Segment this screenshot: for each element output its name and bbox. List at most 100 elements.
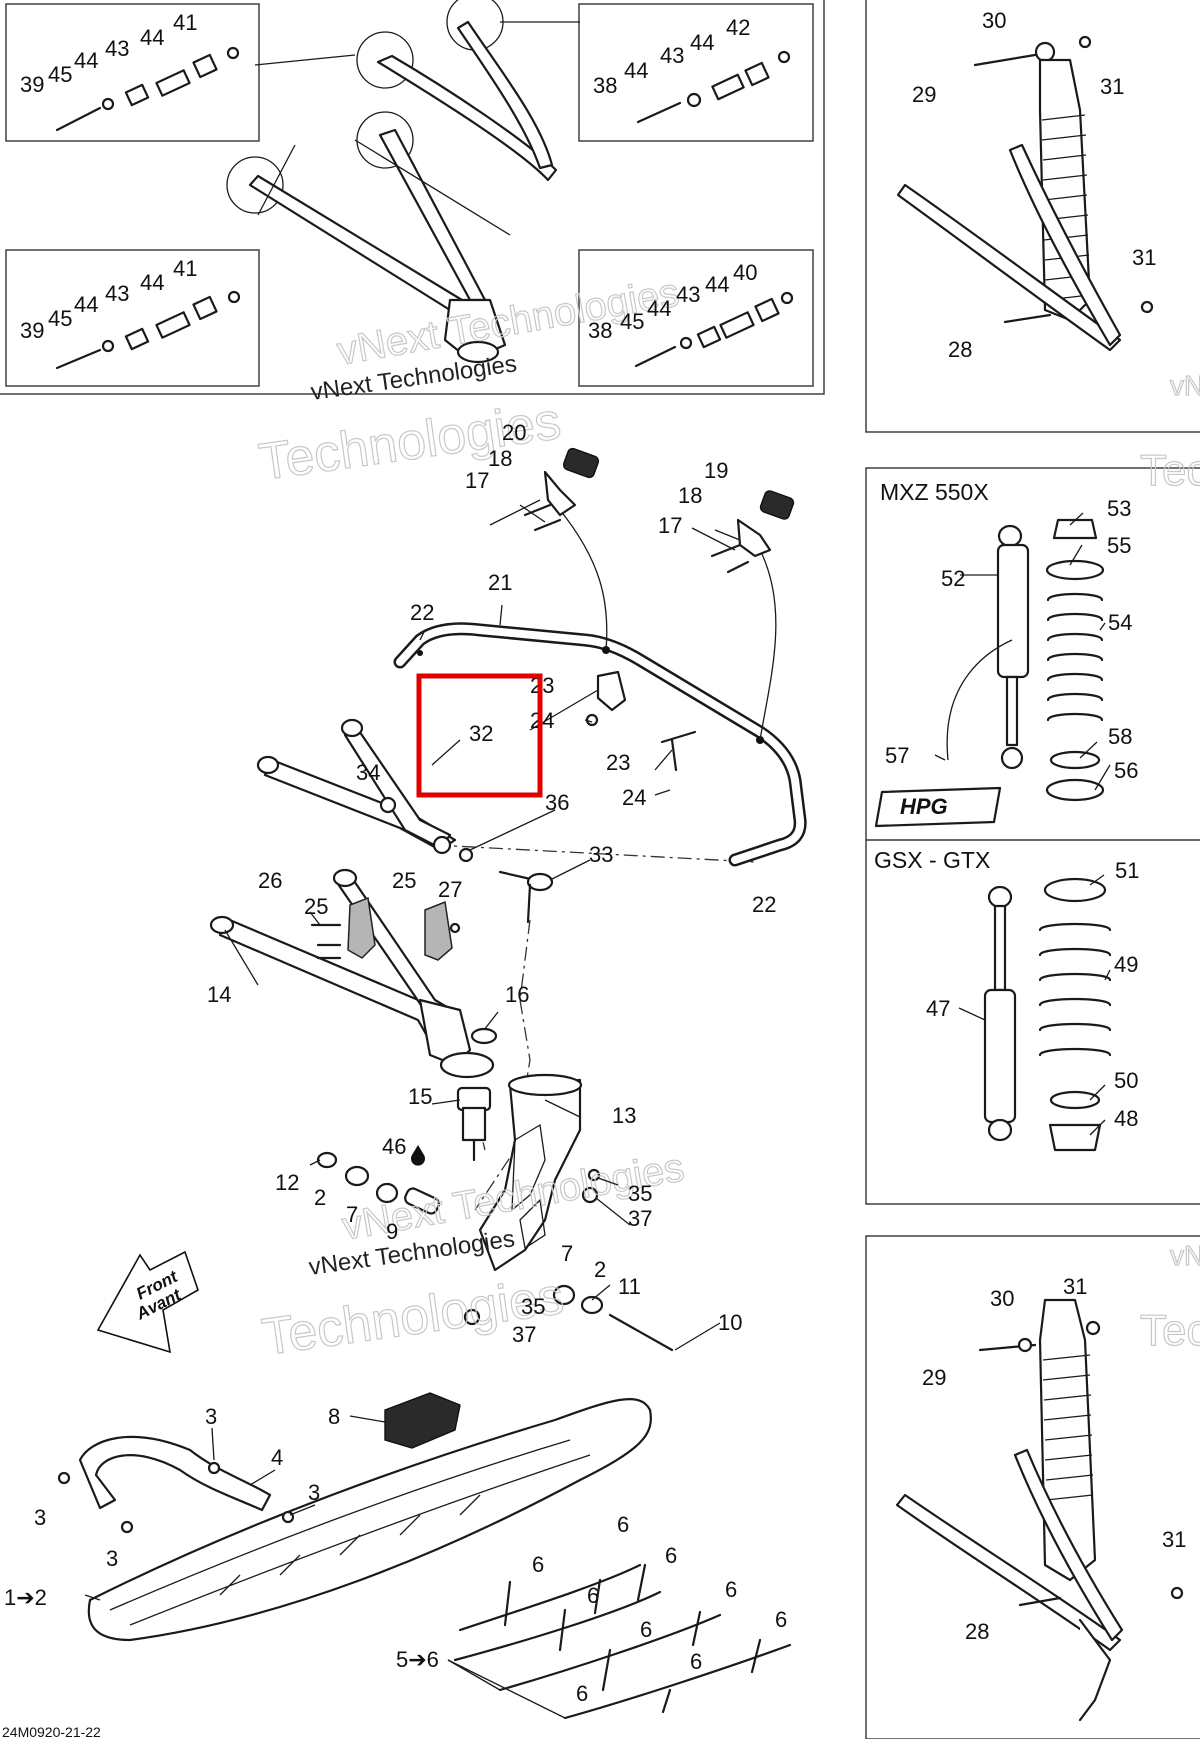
callout-31: 31 (1132, 245, 1156, 270)
callout-41: 41 (173, 256, 197, 281)
callout-31: 31 (1162, 1527, 1186, 1552)
link-plate-23 (596, 670, 627, 712)
callout-8: 8 (328, 1404, 340, 1429)
hardware-set-2 (636, 50, 791, 124)
callout-13: 13 (612, 1103, 636, 1128)
callout-39: 39 (20, 318, 44, 343)
callout-34: 34 (356, 760, 380, 785)
watermark-edge-2: Technologies (1140, 446, 1200, 495)
callout-6: 6 (640, 1617, 652, 1642)
callout-44: 44 (647, 296, 671, 321)
callout-6: 6 (725, 1577, 737, 1602)
upper-a-arm (256, 718, 457, 855)
watermark-edge-1: vNext Technologies (1170, 370, 1200, 401)
nut-34 (379, 796, 397, 814)
shock-gsx (983, 885, 1017, 1142)
callout-29: 29 (922, 1365, 946, 1390)
callout-38: 38 (593, 73, 617, 98)
hpg-logo: HPG (874, 786, 1002, 828)
callout-17: 17 (465, 468, 489, 493)
callout-55: 55 (1107, 533, 1131, 558)
shock-assembly-bottom (895, 1298, 1184, 1722)
ski (87, 1398, 652, 1642)
shock-panel-bottom (865, 1235, 1200, 1739)
nut-27 (449, 922, 461, 934)
bushing-7-left (375, 1182, 399, 1204)
screw-3-a (207, 1461, 221, 1475)
callout-14: 14 (207, 982, 231, 1007)
model-title-mxz: MXZ 550X (880, 479, 989, 505)
callout-44: 44 (140, 25, 164, 50)
callout-50: 50 (1114, 1068, 1138, 1093)
bolt-10 (608, 1313, 674, 1352)
ski-handle (78, 1435, 272, 1512)
callout-30: 30 (982, 8, 1006, 33)
runners (453, 1563, 792, 1720)
model-title-gsx: GSX - GTX (874, 847, 990, 873)
callout-15: 15 (408, 1084, 432, 1109)
callout-7: 7 (346, 1202, 358, 1227)
shim-25-right (424, 900, 453, 961)
callout-48: 48 (1114, 1106, 1138, 1131)
callout-21: 21 (488, 570, 512, 595)
shock-panel-middle (865, 467, 1200, 1205)
washer-2-left (344, 1165, 370, 1187)
callout-39: 39 (20, 72, 44, 97)
shock-assembly-top (896, 35, 1154, 352)
spring-mxz (1045, 518, 1105, 802)
callout-26: 26 (258, 868, 282, 893)
callout-35: 35 (521, 1294, 545, 1319)
link-rod-23 (660, 730, 697, 744)
bushing-inset-top-right (578, 3, 814, 142)
tie-rod-end (498, 870, 554, 924)
callout-16: 16 (505, 982, 529, 1007)
nut-37-lower (463, 1308, 481, 1326)
shock-panel-top (865, 0, 1200, 433)
callout-3: 3 (308, 1480, 320, 1505)
cap-12 (316, 1151, 338, 1169)
washer-2-right (580, 1295, 604, 1315)
callout-43: 43 (105, 36, 129, 61)
callout-1-to-2: 1➔2 (4, 1585, 47, 1610)
callout-42: 42 (726, 15, 750, 40)
callout-33: 33 (589, 842, 613, 867)
callout-25: 25 (392, 868, 416, 893)
callout-12: 12 (275, 1170, 299, 1195)
callout-17: 17 (658, 513, 682, 538)
spindle (478, 1073, 583, 1272)
footer-code: 24M0920-21-22 (2, 1724, 101, 1739)
callout-45: 45 (620, 309, 644, 334)
callout-35: 35 (628, 1181, 652, 1206)
callout-3: 3 (106, 1546, 118, 1571)
leader-lines (84, 499, 1111, 1719)
callout-38: 38 (588, 318, 612, 343)
sway-bar-link-left (559, 509, 608, 651)
callout-37: 37 (628, 1206, 652, 1231)
callout-30: 30 (990, 1286, 1014, 1311)
callout-10: 10 (718, 1310, 742, 1335)
link-bolt-24 (670, 738, 678, 772)
washer-35 (587, 1168, 601, 1182)
callout-9: 9 (386, 1219, 398, 1244)
watermark-bottom: vNext Technologies Technologies vNext Te… (258, 1145, 688, 1368)
callout-25: 25 (304, 894, 328, 919)
shock-mxz (946, 524, 1030, 770)
sway-bar-link-right (759, 549, 777, 741)
callout-58: 58 (1108, 724, 1132, 749)
nut-37-upper (581, 1186, 599, 1204)
callout-44: 44 (74, 48, 98, 73)
callout-22: 22 (410, 600, 434, 625)
callout-22: 22 (752, 892, 776, 917)
callout-6: 6 (587, 1583, 599, 1608)
callout-28: 28 (965, 1619, 989, 1644)
callout-4: 4 (271, 1445, 283, 1470)
callout-6: 6 (775, 1607, 787, 1632)
callout-31: 31 (1063, 1274, 1087, 1299)
callout-44: 44 (705, 272, 729, 297)
callout-29: 29 (912, 82, 936, 107)
callout-44: 44 (690, 30, 714, 55)
callout-6: 6 (576, 1681, 588, 1706)
clip-16 (470, 1027, 498, 1045)
wear-pad (384, 1392, 461, 1449)
watermark-edge-3: vNext Technologies (1170, 1240, 1200, 1271)
